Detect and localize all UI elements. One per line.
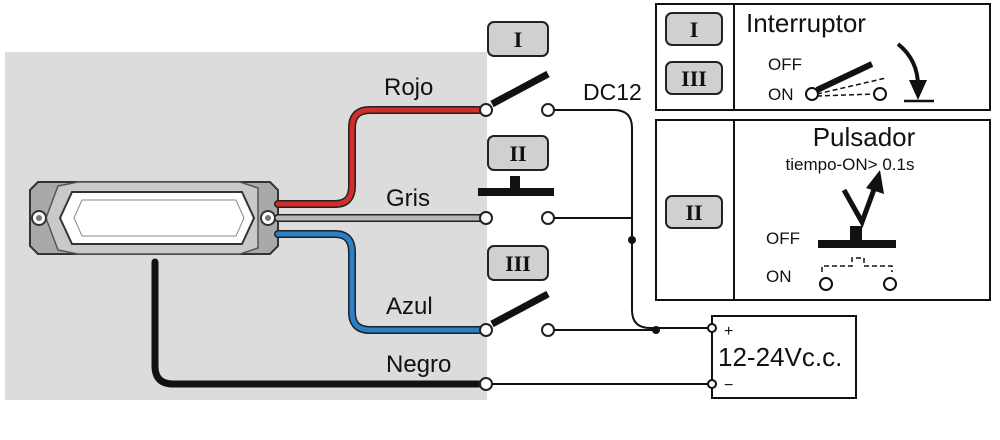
legend-interruptor-on: ON bbox=[768, 85, 794, 104]
junction-dot bbox=[652, 326, 660, 334]
legend-pulsador-off: OFF bbox=[766, 229, 800, 248]
legend-badge-iii: III bbox=[681, 66, 707, 91]
power-voltage: 12-24Vc.c. bbox=[718, 342, 842, 372]
legend-badge-i: I bbox=[690, 17, 699, 42]
wire-label-red: Rojo bbox=[384, 74, 433, 101]
power-supply: + − 12-24Vc.c. bbox=[707, 315, 857, 399]
wire-label-gray: Gris bbox=[386, 185, 430, 212]
plus-sign: + bbox=[724, 323, 733, 340]
minus-sign: − bbox=[724, 377, 733, 394]
press-release-arrow-icon bbox=[841, 183, 879, 228]
light-fixture bbox=[29, 181, 279, 255]
dc-label: DC12 bbox=[583, 79, 642, 105]
legend-interruptor-off: OFF bbox=[768, 55, 802, 74]
junction-dot bbox=[628, 236, 636, 244]
terminal-negro bbox=[479, 377, 493, 391]
switch-ii-label: II bbox=[509, 141, 526, 166]
switch-ii[interactable]: II bbox=[478, 135, 555, 225]
legend-pulsador-on: ON bbox=[766, 267, 792, 286]
legend-interruptor: I III Interruptor OFF ON bbox=[655, 3, 991, 111]
legend-pulsador-subtitle: tiempo-ON> 0.1s bbox=[786, 155, 915, 174]
legend-pulsador-title: Pulsador bbox=[813, 122, 916, 152]
switch-i-label: I bbox=[514, 27, 523, 52]
switch-i[interactable]: I bbox=[479, 21, 555, 117]
legend-badge-ii: II bbox=[685, 200, 702, 225]
switch-iii[interactable]: III bbox=[479, 245, 555, 337]
legend-pulsador: II Pulsador tiempo-ON> 0.1s OFF ON bbox=[655, 119, 991, 301]
wire-label-black: Negro bbox=[386, 351, 451, 378]
wire-black bbox=[151, 258, 486, 388]
wire-label-blue: Azul bbox=[386, 293, 433, 320]
legend-interruptor-title: Interruptor bbox=[746, 8, 866, 38]
switch-iii-label: III bbox=[505, 251, 531, 276]
